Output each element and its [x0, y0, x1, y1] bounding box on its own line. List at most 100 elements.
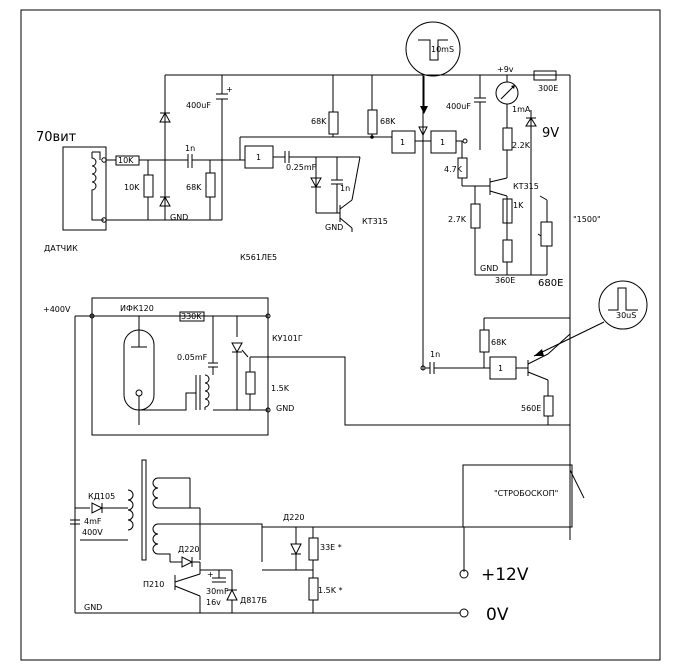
svg-text:1: 1	[440, 138, 445, 147]
resistor-33e	[308, 537, 319, 561]
gnd-label-flash: GND	[276, 404, 294, 413]
input-network: 10K 1n 10K GND 68K 400uF +	[106, 74, 571, 540]
inverter-3	[430, 130, 457, 154]
gnd-label-q1: GND	[325, 223, 343, 232]
terminal-12v-icon	[459, 569, 469, 579]
transformer-primary-icon	[127, 489, 134, 531]
svg-text:+: +	[226, 85, 233, 94]
schematic-frame	[20, 9, 661, 661]
lamp-label: ИФК120	[120, 304, 154, 313]
v0-label: 0V	[486, 605, 509, 625]
scr-label: КУ101Г	[272, 334, 303, 343]
meter-range-label: 1mA	[512, 105, 531, 114]
resistor-1k	[502, 198, 513, 224]
flash-enclosure	[91, 297, 269, 436]
gnd-label-input: GND	[170, 213, 188, 222]
resistor-4-7k-label: 4.7K	[444, 165, 463, 174]
negative-pulse-waveform-icon	[405, 21, 461, 77]
cap-30mf-label: 30mF	[206, 587, 229, 596]
diode-d220-icon	[290, 543, 302, 556]
logic-stage: 1 0.25mF 68K 68K 1n КТ315 GND К561ЛЕ5	[239, 75, 396, 262]
resistor-68k-c	[479, 329, 490, 353]
svg-text:1: 1	[498, 364, 503, 373]
resistor-1-5k-a	[245, 371, 256, 395]
cap-400uf-b-label: 400uF	[446, 102, 471, 111]
cap-30mf-voltage-label: 16v	[206, 598, 221, 607]
sensor-block: 70вит ДАТЧИК	[36, 130, 107, 253]
cap-400uf-label: 400uF	[186, 101, 211, 110]
chip-label: К561ЛЕ5	[240, 253, 277, 262]
diode-d220-b-label: Д220	[178, 545, 200, 554]
diode-kd105-icon	[91, 502, 104, 514]
meter-stage: +9v 1mA 300E 9V 400uF 2.2K 4.7K КТ315	[444, 65, 601, 289]
resistor-360e-label: 360E	[495, 276, 515, 285]
sensor-turns-label: 70вит	[36, 130, 77, 145]
strobe-label: "СТРОБОСКОП"	[494, 489, 558, 498]
resistor-68k-bias-label: 68K	[186, 183, 202, 192]
resistor-10k-shunt-label: 10K	[124, 183, 140, 192]
flash-block: +400V ИФК120 330K 0.05mF	[43, 297, 570, 436]
resistor-2-7k-label: 2.7K	[448, 215, 467, 224]
zener-icon	[525, 117, 537, 127]
resistor-68k-b-label: 68K	[380, 117, 396, 126]
power-section: "СТРОБОСКОП" +12V 0V GND КД105 4mF 400V	[70, 316, 585, 625]
gnd-label-power: GND	[84, 603, 102, 612]
transistor-p210-label: П210	[143, 580, 164, 589]
diode-d220-b-icon	[181, 556, 194, 568]
resistor-1-5k-b	[308, 577, 319, 601]
transistor-kt315-a-label: КТ315	[362, 217, 388, 226]
sensor-housing	[62, 146, 107, 231]
zener-d817b-label: Д817Б	[240, 596, 267, 605]
cap-1n-a-label: 1n	[340, 184, 350, 193]
sensor-coil-icon	[91, 152, 97, 205]
rpm-label: "1500"	[573, 215, 601, 224]
svg-text:1: 1	[400, 138, 405, 147]
pulse-30us-label: 30uS	[616, 311, 636, 320]
resistor-560e-label: 560E	[521, 404, 541, 413]
gnd-label-meter: GND	[480, 264, 498, 273]
resistor-300e-label: 300E	[538, 84, 558, 93]
resistor-680e-label: 680E	[538, 278, 563, 289]
resistor-1-5k-a-label: 1.5K	[271, 384, 290, 393]
thyristor-icon	[231, 342, 243, 354]
transistor-kt315-b-label: КТ315	[513, 182, 539, 191]
resistor-68k-a-label: 68K	[311, 117, 327, 126]
inverter-2	[391, 130, 416, 154]
resistor-560e	[543, 395, 554, 417]
diode-d220-label: Д220	[283, 513, 305, 522]
trigger-coil-icon	[204, 374, 210, 408]
resistor-2-2k-label: 2.2K	[512, 141, 531, 150]
resistor-10k-shunt	[143, 174, 154, 198]
resistor-68k-c-label: 68K	[491, 338, 507, 347]
v9-label: 9V	[542, 126, 559, 141]
resistor-68k-bias	[205, 172, 216, 198]
resistor-1-5k-b-label: 1.5K *	[318, 586, 343, 595]
resistor-680e	[540, 221, 553, 247]
resistor-2-7k	[470, 203, 481, 229]
diode-kd105-label: КД105	[88, 492, 115, 501]
resistor-68k-a	[328, 111, 339, 135]
diode-icon	[310, 177, 322, 189]
terminal-0v-icon	[459, 608, 469, 618]
resistor-1k-label: 1K	[513, 201, 524, 210]
resistor-360e	[502, 239, 513, 263]
resistor-33e-label: 33E *	[320, 543, 342, 552]
transformer-core	[141, 459, 147, 561]
resistor-2-2k	[502, 127, 513, 151]
inverter-chain: 1 1 10mS	[383, 21, 468, 370]
resistor-330k-label: 330K	[181, 312, 202, 321]
cap-1n-label: 1n	[185, 144, 195, 153]
svg-text:1: 1	[256, 153, 261, 162]
diode-icon	[159, 111, 171, 123]
pulse-10ms-label: 10mS	[431, 45, 454, 54]
diode-icon	[159, 195, 171, 207]
cap-4mf-label: 4mF	[84, 517, 102, 526]
sensor-label: ДАТЧИК	[44, 244, 78, 253]
resistor-10k-series-label: 10K	[118, 156, 134, 165]
cap-005mf-label: 0.05mF	[177, 353, 208, 362]
transformer-secondary-icon	[152, 477, 159, 509]
driver-stage: 1n 68K 1 560E 30uS	[420, 280, 648, 425]
positive-pulse-waveform-icon	[598, 280, 648, 330]
cap-4mf-voltage-label: 400V	[82, 528, 103, 537]
